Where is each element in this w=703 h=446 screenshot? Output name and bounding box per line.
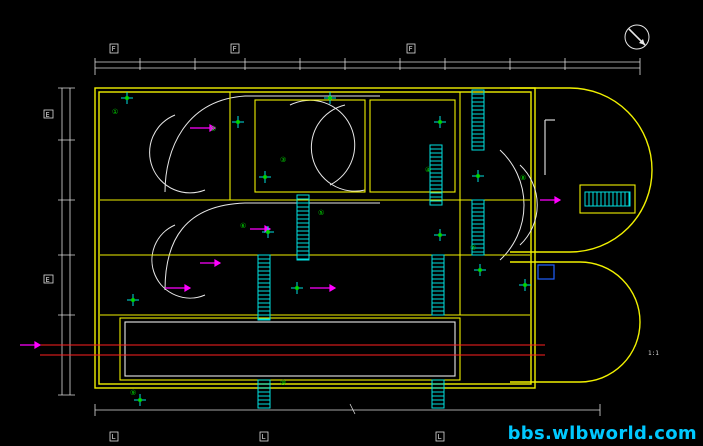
stair-outline [584, 191, 631, 207]
flow-arrow-head [34, 340, 42, 350]
marker-dot [438, 120, 442, 124]
grid-label-top-1: F [112, 45, 116, 53]
grid-bubble-left-1 [43, 109, 54, 119]
equipment-marker [134, 394, 146, 406]
flow-arrow [20, 340, 42, 350]
marker-dot [295, 286, 299, 290]
room-number: ⑥ [240, 222, 246, 230]
marker-dot [476, 174, 480, 178]
room-numbers: ① ② ③ ④ ⑤ ⑥ ⑦ ⑧ ⑨ ⑩ [112, 108, 526, 397]
stair-flight [584, 191, 631, 207]
marker-dot [236, 120, 240, 124]
marker-dot [266, 230, 270, 234]
equipment-marker [434, 116, 446, 128]
grid-bubble-top-1 [109, 43, 119, 54]
stair-outline [431, 379, 445, 409]
room-number: ⑨ [130, 389, 136, 397]
marker-dot [328, 96, 332, 100]
flow-arrow-head [184, 283, 192, 293]
stairs [257, 89, 631, 409]
flow-arrow [310, 283, 337, 293]
grid-label-top-3: F [409, 45, 413, 53]
stair-outline [471, 89, 485, 151]
top-dimension-lines [94, 58, 641, 75]
grid-bubbles [43, 43, 445, 442]
grid-label-bottom-3: L [438, 433, 442, 441]
grid-label-top-2: F [233, 45, 237, 53]
grid-bubble-top-3 [406, 43, 416, 54]
section-lines [40, 344, 545, 356]
stair-outline [431, 254, 445, 316]
room-number: ③ [280, 156, 286, 164]
room-number: ⑦ [470, 244, 476, 252]
stair-flight [257, 254, 271, 321]
stair-flight [429, 144, 443, 206]
room-number: ① [112, 108, 118, 116]
room-number: ⑤ [318, 209, 324, 217]
equipment-marker [127, 294, 139, 306]
equipment-marker [519, 279, 531, 291]
grid-bubble-top-2 [230, 43, 240, 54]
flow-arrow-head [554, 195, 562, 205]
north-arrow-icon [624, 24, 650, 50]
stair-outline [257, 379, 271, 409]
stair-outline [429, 144, 443, 206]
stair-flight [471, 89, 485, 151]
marker-dot [138, 398, 142, 402]
flow-arrow [540, 195, 562, 205]
equipment-marker [259, 171, 271, 183]
grid-bubble-bottom-1 [109, 431, 119, 442]
bottom-dimension-lines [94, 403, 601, 416]
flow-arrow-head [209, 123, 217, 133]
equipment-marker [232, 116, 244, 128]
room-number: ⑧ [520, 174, 526, 182]
equipment-marker [472, 170, 484, 182]
exterior-walls [94, 87, 653, 389]
grid-label-bottom-1: L [112, 433, 116, 441]
stair-flight [431, 254, 445, 316]
equipment-marker [121, 92, 133, 104]
flow-arrow-head [214, 258, 222, 268]
marker-dot [438, 233, 442, 237]
flow-arrow [190, 123, 217, 133]
curved-structures [149, 95, 538, 299]
grid-bubble-bottom-3 [435, 431, 445, 442]
flow-arrow [165, 283, 192, 293]
grid-label-left-2: E [46, 276, 50, 284]
room-number: ⑩ [280, 379, 286, 387]
marker-dot [263, 175, 267, 179]
flow-arrow [200, 258, 222, 268]
equipment-marker [262, 226, 274, 238]
stair-flight [431, 379, 445, 409]
grid-label-bottom-2: L [262, 433, 266, 441]
stair-flight [257, 379, 271, 409]
marker-dot [131, 298, 135, 302]
marker-dot [478, 268, 482, 272]
room-number: ④ [425, 166, 431, 174]
grid-bubble-left-2 [43, 274, 54, 284]
equipment-marker [324, 92, 336, 104]
interior-partitions [100, 92, 636, 381]
marker-dot [125, 96, 129, 100]
room-number: ② [210, 125, 216, 133]
watermark-text: bbs.wlbworld.com [507, 423, 697, 444]
equipment-markers [121, 92, 531, 406]
grid-label-left-1: E [46, 111, 50, 119]
grid-bubble-bottom-2 [259, 431, 269, 442]
stair-flight [296, 194, 310, 261]
stair-flight [471, 199, 485, 256]
equipment-marker [474, 264, 486, 276]
grid-bubble-labels: F F F L L L E E [46, 45, 442, 441]
left-dimension-lines [58, 87, 75, 396]
equipment-marker [291, 282, 303, 294]
blue-marker-square [537, 264, 555, 280]
scale-note: 1:1 [648, 350, 659, 357]
equipment-marker [434, 229, 446, 241]
flow-arrow-head [329, 283, 337, 293]
marker-dot [523, 283, 527, 287]
